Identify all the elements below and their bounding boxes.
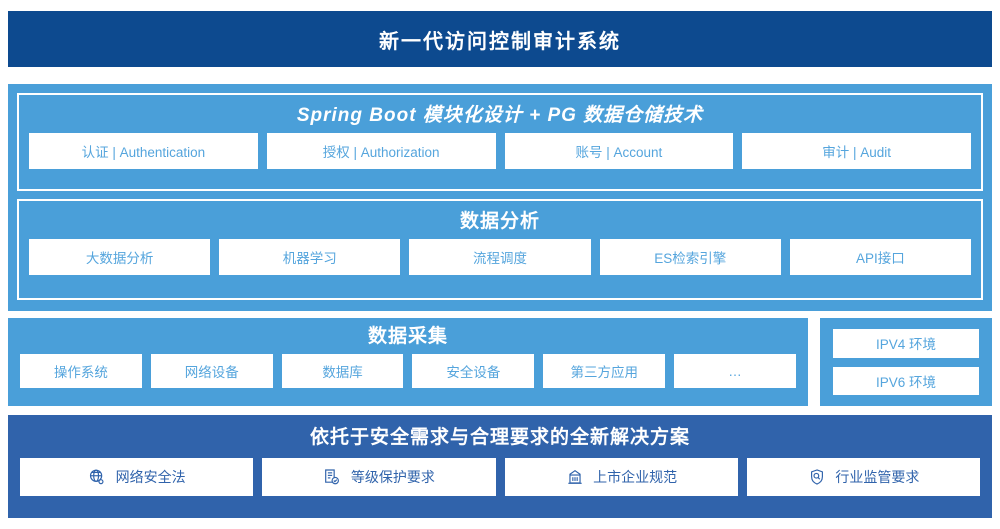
collection-card-operating-system[interactable]: 操作系统 — [20, 354, 142, 388]
collection-row: 操作系统 网络设备 数据库 安全设备 第三方应用 … — [20, 354, 796, 388]
modules-panel-title: Spring Boot 模块化设计 + PG 数据仓储技术 — [296, 105, 704, 126]
solution-layer: 依托于安全需求与合理要求的全新解决方案 网络安全法 — [8, 415, 992, 518]
module-card-authorization[interactable]: 授权 | Authorization — [266, 133, 496, 169]
analysis-card-label: 流程调度 — [473, 251, 527, 266]
collection-card-network-device[interactable]: 网络设备 — [150, 354, 273, 388]
collection-card-third-party-app[interactable]: 第三方应用 — [543, 354, 666, 388]
solution-card-label: 等级保护要求 — [350, 469, 435, 485]
solution-panel-title: 依托于安全需求与合理要求的全新解决方案 — [309, 427, 690, 448]
analysis-panel-title: 数据分析 — [459, 211, 540, 232]
solution-card-label: 上市企业规范 — [593, 469, 678, 485]
module-card-account[interactable]: 账号 | Account — [504, 133, 734, 169]
analysis-card-api[interactable]: API接口 — [789, 239, 972, 275]
analysis-card-label: 大数据分析 — [85, 251, 154, 266]
bank-building-icon — [565, 468, 584, 487]
solution-card-industry-regulation[interactable]: 行业监管要求 — [746, 458, 980, 496]
solution-card-listed-company-standard[interactable]: 上市企业规范 — [504, 458, 738, 496]
collection-card-label: 数据库 — [322, 365, 363, 380]
analysis-row: 大数据分析 机器学习 流程调度 ES检索引擎 API接口 — [29, 239, 972, 275]
collection-card-label: 第三方应用 — [570, 365, 638, 380]
solution-row: 网络安全法 等级保护要求 — [20, 458, 980, 496]
module-card-label: 认证 | Authentication — [81, 145, 206, 160]
modules-panel: Spring Boot 模块化设计 + PG 数据仓储技术 认证 | Authe… — [17, 93, 983, 191]
collection-card-security-device[interactable]: 安全设备 — [412, 354, 535, 388]
modules-row: 认证 | Authentication 授权 | Authorization 账… — [29, 133, 971, 169]
collection-card-label: 网络设备 — [184, 365, 239, 380]
analysis-card-label: 机器学习 — [282, 251, 337, 266]
solution-card-classified-protection[interactable]: 等级保护要求 — [262, 458, 496, 496]
page-title-text: 新一代访问控制审计系统 — [379, 30, 621, 53]
module-card-label: 账号 | Account — [575, 145, 663, 160]
environment-card-ipv6[interactable]: IPV6 环境 — [833, 366, 979, 395]
collection-panel: 数据采集 操作系统 网络设备 数据库 安全设备 第三方应用 … — [8, 318, 808, 406]
shield-search-icon — [807, 468, 826, 487]
platform-layer: Spring Boot 模块化设计 + PG 数据仓储技术 认证 | Authe… — [8, 84, 992, 311]
analysis-card-label: API接口 — [856, 251, 905, 266]
analysis-card-machine-learning[interactable]: 机器学习 — [219, 239, 401, 275]
collection-panel-title: 数据采集 — [367, 326, 448, 347]
analysis-card-label: ES检索引擎 — [654, 251, 727, 266]
environment-card-label: IPV4 环境 — [875, 337, 937, 353]
collection-card-label: … — [728, 363, 742, 379]
collection-card-database[interactable]: 数据库 — [281, 354, 404, 388]
solution-card-label: 网络安全法 — [115, 469, 186, 485]
collection-layer: 数据采集 操作系统 网络设备 数据库 安全设备 第三方应用 … — [8, 318, 992, 406]
analysis-card-big-data[interactable]: 大数据分析 — [29, 239, 211, 275]
environment-card-ipv4[interactable]: IPV4 环境 — [833, 329, 979, 358]
solution-card-label: 行业监管要求 — [835, 469, 920, 485]
collection-card-label: 安全设备 — [446, 365, 501, 380]
document-check-icon — [323, 468, 342, 487]
module-card-authentication[interactable]: 认证 | Authentication — [29, 133, 258, 169]
environment-panel: IPV4 环境 IPV6 环境 — [820, 318, 992, 406]
environment-card-label: IPV6 环境 — [875, 374, 937, 390]
page-title: 新一代访问控制审计系统 — [8, 11, 992, 67]
module-card-audit[interactable]: 审计 | Audit — [742, 133, 971, 169]
analysis-card-process-scheduling[interactable]: 流程调度 — [409, 239, 591, 275]
module-card-label: 审计 | Audit — [822, 145, 892, 160]
solution-card-cybersecurity-law[interactable]: 网络安全法 — [20, 458, 254, 496]
collection-card-label: 操作系统 — [53, 365, 108, 380]
analysis-card-es-search-engine[interactable]: ES检索引擎 — [599, 239, 781, 275]
collection-card-more[interactable]: … — [674, 354, 796, 388]
module-card-label: 授权 | Authorization — [322, 145, 440, 160]
analysis-panel: 数据分析 大数据分析 机器学习 流程调度 ES检索引擎 API接口 — [17, 199, 983, 300]
globe-icon — [88, 468, 107, 487]
